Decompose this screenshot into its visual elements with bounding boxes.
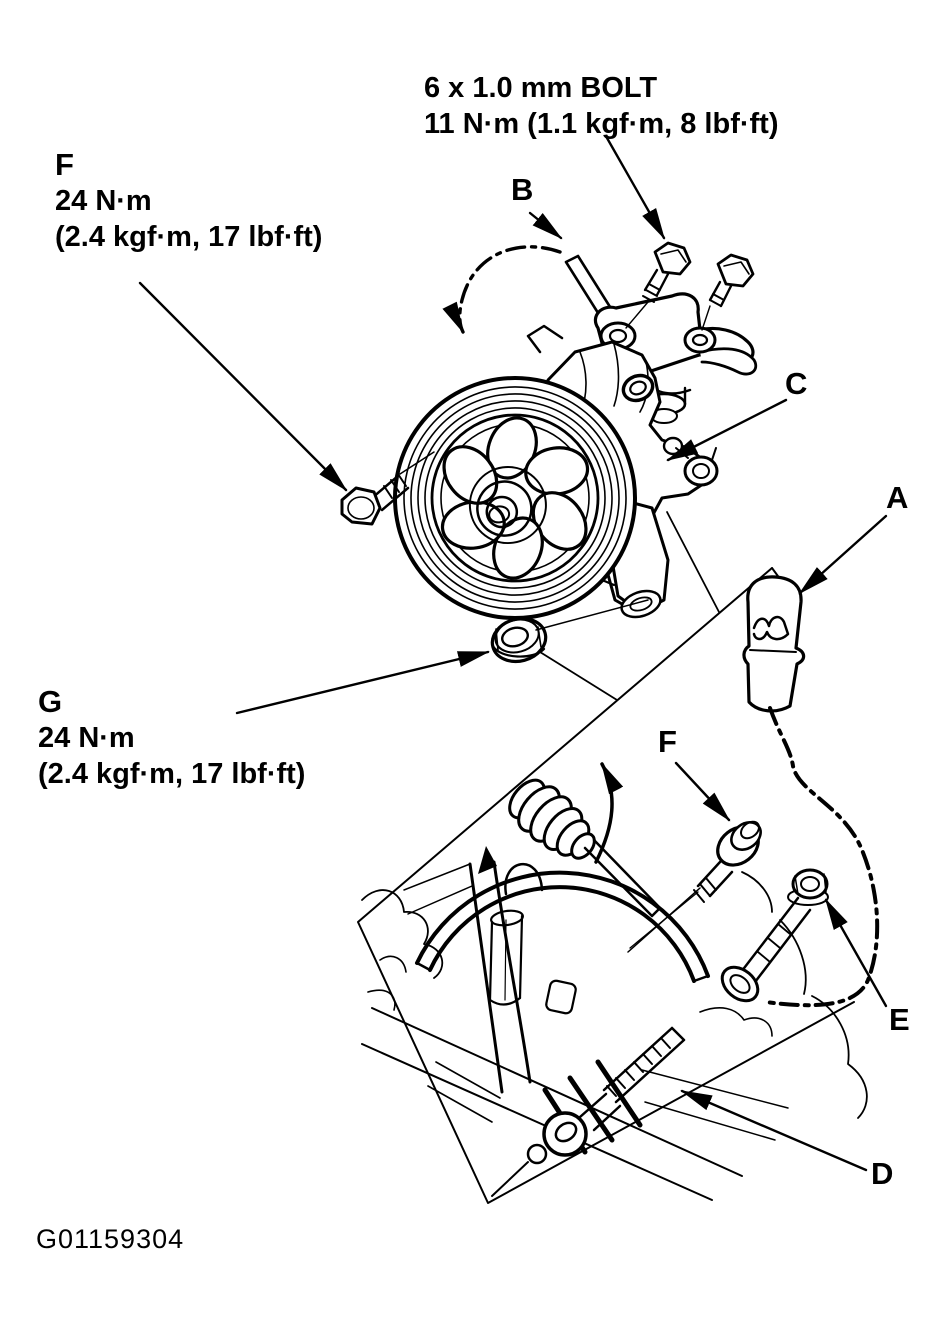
nut-e [787,868,829,906]
small-direction-arrowhead [478,846,497,874]
pump-mount-arc [415,870,710,983]
leader-d [680,1089,868,1172]
pivot-hole [526,1143,548,1165]
callout-bolt-spec-line1: 6 x 1.0 mm BOLT [424,72,658,104]
leader-e [824,898,888,1008]
callout-arrows [138,136,888,1172]
leader-g [235,650,490,715]
engine-detail [361,778,868,1201]
callout-d: D [871,1156,894,1191]
callout-g-torque-detail: (2.4 kgf·m, 17 lbf·ft) [38,758,306,790]
leader-b [528,211,563,240]
callout-f-upper-letter: F [55,147,74,182]
nut-g [490,599,649,664]
pump-pulley [393,376,637,620]
callout-f-upper-torque-detail: (2.4 kgf·m, 17 lbf·ft) [55,221,323,253]
callout-f-upper: F 24 N·m (2.4 kgf·m, 17 lbf·ft) [55,147,322,255]
hose-clamp [752,615,790,641]
callout-g-torque: 24 N·m [38,722,135,754]
thread-hatching [606,1037,671,1097]
bolt-f-lower [629,820,762,949]
callout-bolt-spec: 6 x 1.0 mm BOLT 11 N·m (1.1 kgf·m, 8 lbf… [424,70,779,142]
callout-b: B [511,172,534,207]
callout-g-letter: G [38,684,63,719]
mounting-bolt-small-2 [701,253,755,331]
leader-f-lower [674,761,731,822]
callout-g: G 24 N·m (2.4 kgf·m, 17 lbf·ft) [38,684,305,792]
bolt-f-upper [340,451,435,526]
leader-bolt-spec [605,136,666,240]
callout-f-upper-torque: 24 N·m [55,185,152,217]
leader-c [666,398,788,462]
boot-bellows [508,778,596,860]
leader-a [798,514,888,595]
mounting-bolt-small-1 [625,241,692,329]
rod-and-nut-e [720,868,829,1003]
drive-belt [468,860,643,1155]
figure-id: G01159304 [36,1224,185,1254]
callout-bolt-spec-line2: 11 N·m (1.1 kgf·m, 8 lbf·ft) [424,108,779,140]
callout-e: E [889,1002,910,1037]
callout-f-lower: F [658,724,677,759]
swing-direction-arrow [442,245,562,334]
detail-view-outline [357,511,855,1204]
adjusting-bolt-d [542,1026,686,1157]
callout-c: C [785,366,808,401]
hose-a [742,575,880,1008]
o-ring [621,373,655,403]
hose-route-line [764,706,880,1008]
leader-f-upper [138,281,348,492]
pulley-hub [468,466,547,545]
lift-direction-arrow [478,762,624,874]
callout-a: A [886,480,909,515]
